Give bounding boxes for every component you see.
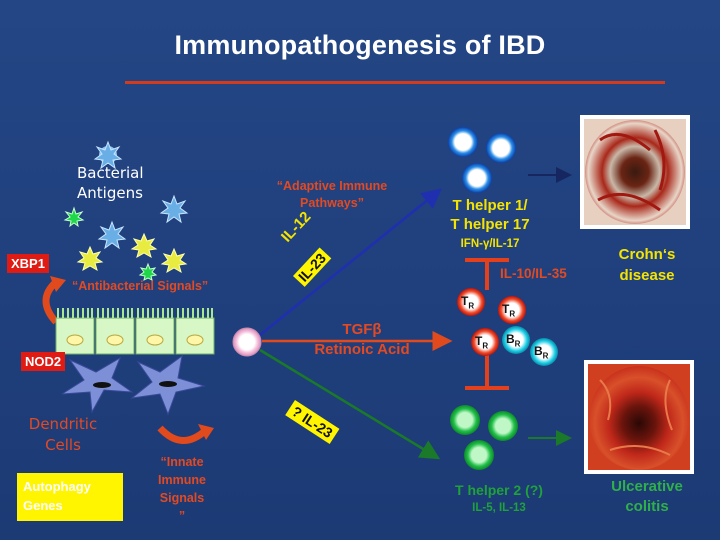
autophagy-genes-box: Autophagy Genes [17,473,123,521]
crohns-line1: Crohn‘s [618,246,676,263]
bacterium-icon [76,245,104,272]
antigen-presenting-cell-icon [232,327,262,357]
b-letter: B [506,332,515,346]
antibacterial-signals-label: “Antibacterial Signals” [72,279,209,293]
uc-endoscopy-image [584,360,694,474]
th1-line1: T helper 1/ [452,197,528,214]
th1-cell-icon [448,127,478,157]
bacterium-icon [160,247,188,274]
th1-label: T helper 1/ T helper 17 [430,196,550,234]
bacterium-icon [97,220,127,250]
th2-label: T helper 2 (?) IL-5, IL-13 [440,481,558,517]
adaptive-line1: Adaptive Immune [283,179,388,193]
r-sub: R [542,351,549,361]
breg-label: BR [534,344,548,360]
th1-cell-icon [486,133,516,163]
breg-cell-icon [530,338,558,366]
ifn-label: IFN-γ/IL-17 [430,238,550,250]
xbp1-box: XBP1 [7,254,49,273]
innate-line1: Innate [166,455,204,469]
retinoic-acid-text: Retinoic Acid [314,341,410,358]
t-letter: T [502,302,510,316]
r-sub: R [509,309,516,319]
inhibition-bar-icon [465,258,509,390]
autophagy-line1: Autophagy [23,479,91,494]
b-letter: B [534,344,543,358]
crohns-disease-label: Crohn‘s disease [594,244,700,286]
treg-cell-icon [457,288,485,316]
bacterial-antigens-label: Bacterial Antigens [77,163,144,203]
crohns-line2: disease [619,267,675,284]
th2-line2: IL-5, IL-13 [472,502,526,514]
crohns-endoscopy-image [580,115,690,229]
epithelial-cell-icon [55,308,95,355]
th2-pathway-arrow [259,348,441,460]
bacterium-icon [93,140,123,170]
adaptive-pathways-label: “Adaptive Immune Pathways” [276,179,388,210]
tgf-text: TGF [342,321,373,338]
dendritic-line2: Cells [45,436,81,454]
uc-line1: Ulcerative [611,478,683,495]
tgf-retinoic-label: TGFβ Retinoic Acid [292,320,432,360]
curved-arrow-icon [198,424,214,440]
nod2-box: NOD2 [21,352,66,371]
epithelial-cell-icon [135,308,175,355]
r-sub: R [514,339,521,349]
innate-signals-label: “Innate Immune Signals ” [142,453,222,525]
adaptive-line2: Pathways [300,196,358,210]
innate-line2: Immune [158,473,206,487]
curved-arrow-icon [50,276,66,292]
curved-arrow-icon [157,425,209,444]
epithelial-layer [55,308,215,355]
r-sub: R [482,341,489,351]
treg-label: TR [502,302,515,318]
bacterium-icon [63,206,85,228]
il10-il35-label: IL-10/IL-35 [500,266,567,281]
curved-arrow-icon [42,279,59,325]
ifn-gamma: γ [482,238,490,250]
th2-cell-icon [450,405,480,435]
tgf-beta: β [372,321,382,338]
th1-line2: T helper 17 [450,216,530,233]
title-underline [125,81,665,84]
bacterium-icon [159,194,189,224]
antibacterial-text: Antibacterial Signals [78,279,202,293]
dendritic-cells-label: Dendritic Cells [26,414,100,456]
th2-cell-icon [464,440,494,470]
bacterial-antigens-line1: Bacterial [77,164,144,182]
bacterium-icon [138,262,158,281]
treg-label: TR [475,334,488,350]
innate-line3: Signals [159,491,205,505]
ifn-rest: /IL-17 [489,238,520,250]
breg-label: BR [506,332,520,348]
breg-cell-icon [502,326,530,354]
dendritic-cell-icon [61,354,206,416]
t-letter: T [461,294,469,308]
epithelial-cell-icon [175,308,215,355]
th2-cell-icon [488,411,518,441]
treg-cell-icon [471,328,499,356]
uc-line2: colitis [625,498,669,515]
epithelial-cell-icon [95,308,135,355]
ifn-text: IFN- [460,238,483,250]
treg-label: TR [461,294,474,310]
slide-title: Immunopathogenesis of IBD [174,30,546,60]
bacterial-antigens-line2: Antigens [77,184,143,202]
th1-cell-icon [462,163,492,193]
r-sub: R [468,301,475,311]
bacterium-icon [130,232,158,259]
th1-pathway-arrow [259,188,442,336]
t-letter: T [475,334,483,348]
ulcerative-colitis-label: Ulcerative colitis [594,477,700,517]
treg-cell-icon [498,296,526,324]
dendritic-line1: Dendritic [28,415,98,433]
th2-line1: T helper 2 (?) [455,482,543,498]
autophagy-line2: Genes [23,498,63,513]
